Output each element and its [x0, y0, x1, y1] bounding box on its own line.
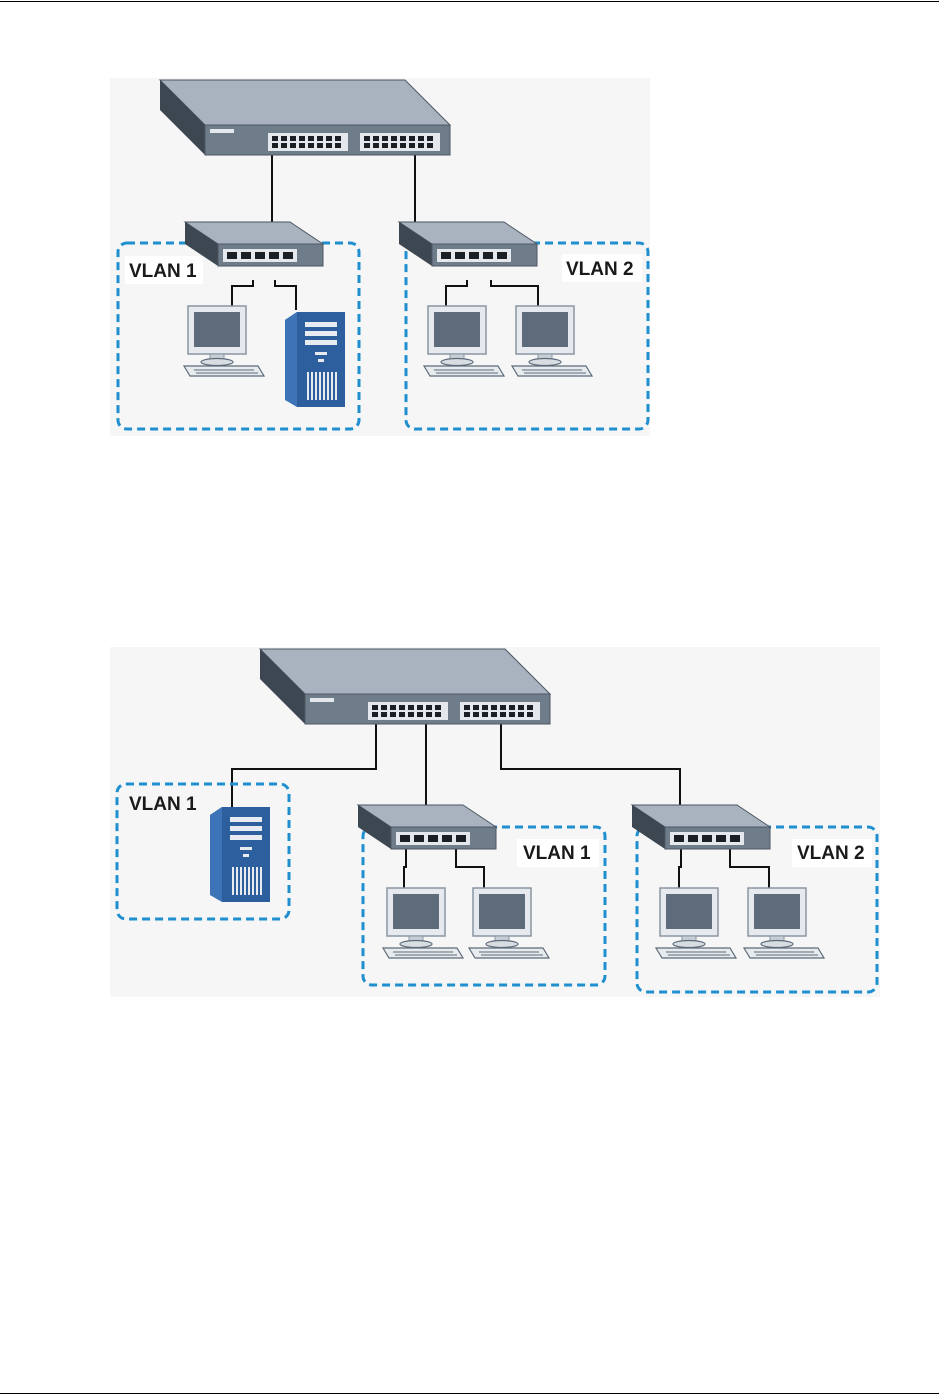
- vlan-label: VLAN 2: [797, 843, 865, 864]
- workstation-icon: [512, 306, 592, 376]
- workstation-icon: [656, 888, 736, 958]
- vlan-diagram-2-svg: VLAN 1 VLAN 1 VLAN 2: [110, 647, 880, 997]
- core-switch-icon: [160, 80, 450, 155]
- edge-switch-icon: [632, 805, 770, 849]
- workstation-icon: [424, 306, 504, 376]
- core-switch-icon: [260, 649, 550, 724]
- edge-switch-icon: [358, 805, 496, 849]
- workstation-icon: [383, 888, 463, 958]
- vlan-label: VLAN 1: [129, 794, 197, 815]
- server-tower-icon: [285, 312, 345, 407]
- edge-switch-icon: [399, 222, 537, 266]
- header-rule: [0, 1, 939, 2]
- edge-switch-icon: [185, 222, 323, 266]
- vlan-label: VLAN 2: [566, 259, 634, 280]
- footer-rule: [0, 1393, 939, 1394]
- vlan-label: VLAN 1: [129, 261, 197, 282]
- vlan-diagram-1: VLAN 1 VLAN 2: [110, 78, 650, 436]
- vlan-diagram-1-svg: VLAN 1 VLAN 2: [110, 78, 650, 436]
- workstation-icon: [469, 888, 549, 958]
- workstation-icon: [744, 888, 824, 958]
- workstation-icon: [184, 306, 264, 376]
- server-tower-icon: [210, 807, 270, 902]
- vlan-label: VLAN 1: [523, 843, 591, 864]
- vlan-diagram-2: VLAN 1 VLAN 1 VLAN 2: [110, 647, 880, 997]
